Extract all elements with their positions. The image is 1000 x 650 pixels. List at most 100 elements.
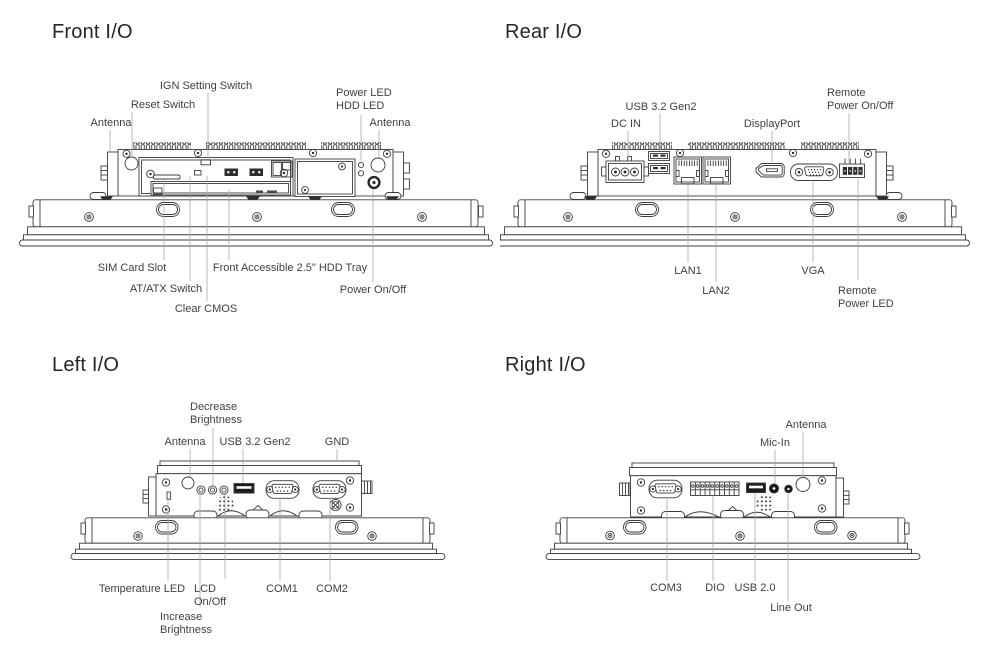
left-io-drawing (70, 428, 446, 607)
rocker-block (271, 160, 293, 178)
label-lcd: LCD (194, 582, 217, 595)
label-usb-32-gen2: USB 3.2 Gen2 (219, 435, 291, 448)
label-antenna-right: Antenna (369, 116, 411, 129)
usb-32-ports (648, 151, 670, 174)
label-hdd-tray: Front Accessible 2.5" HDD Tray (212, 261, 368, 274)
increase-brightness-button (196, 485, 206, 495)
front-device-line-art (19, 142, 493, 247)
rear-device-line-art (500, 142, 970, 247)
screw (367, 531, 377, 541)
front-glass-edge (500, 239, 970, 247)
label-increase-brightness: Increase Brightness (160, 611, 212, 638)
screw (563, 212, 573, 222)
heatsink-fins (321, 142, 381, 150)
ribbed-knob (580, 165, 588, 181)
left-device-line-art (70, 460, 446, 561)
ribbed-knob (361, 480, 373, 494)
temperature-led (166, 491, 172, 500)
com3-port (648, 479, 683, 499)
screw (601, 149, 611, 158)
screw (636, 506, 646, 515)
speaker-grille (756, 494, 774, 513)
label-power-hdd-led: Power LED HDD LED (336, 87, 392, 114)
antenna-hole (181, 476, 195, 490)
label-usb-32-gen2: USB 3.2 Gen2 (625, 100, 697, 113)
screw (308, 148, 318, 158)
screw (847, 530, 857, 541)
screw (897, 212, 907, 222)
bezel (550, 548, 912, 555)
label-remote: Remote (827, 86, 866, 99)
mount-slot (331, 202, 355, 217)
front-glass-edge (70, 553, 446, 561)
antenna-hole (795, 477, 811, 492)
screw (301, 186, 309, 194)
front-io-title: Front I/O (52, 21, 133, 43)
screw (84, 212, 94, 222)
ribbed-knob (886, 165, 894, 181)
label-com2: COM2 (316, 582, 348, 595)
right-io-title: Right I/O (505, 354, 586, 376)
screw (133, 531, 143, 541)
displayport-connector (755, 163, 785, 178)
mount-slot (635, 202, 659, 217)
label-vga: VGA (801, 264, 825, 277)
screw (735, 531, 745, 541)
top-edge (629, 467, 837, 477)
bezel (554, 542, 908, 550)
label-power-onoff: Power On/Off (827, 100, 894, 112)
front-io-drawing (19, 93, 493, 301)
label-gnd: GND (324, 435, 350, 448)
screw (417, 212, 427, 222)
mount-slot (156, 202, 180, 217)
rear-io-drawing (500, 113, 970, 282)
ribbed-knob (619, 482, 631, 496)
antenna-hole-right (370, 157, 386, 173)
heatsink-fins (133, 142, 191, 150)
decrease-brightness-button (207, 485, 218, 495)
screw (605, 530, 615, 541)
label-decrease: Decrease (190, 400, 238, 413)
sim-card-slot (153, 174, 181, 180)
label-antenna: Antenna (785, 418, 827, 431)
label-reset-switch: Reset Switch (130, 98, 196, 111)
foot-wedge (584, 196, 597, 200)
right-leader-lines (666, 432, 804, 601)
ign-setting-switch (200, 159, 211, 166)
label-lcd-onoff: LCD On/Off (194, 583, 226, 610)
dio-terminal (690, 481, 740, 496)
label-remote-power-onoff: Remote Power On/Off (827, 87, 893, 114)
label-decrease-brightness: Decrease Brightness (190, 401, 242, 428)
remote-power-connector (839, 158, 865, 178)
dc-in-connector (601, 156, 649, 183)
label-com3: COM3 (650, 581, 682, 594)
ribbed-knob (142, 489, 149, 504)
screw (345, 503, 355, 512)
screw (122, 149, 131, 158)
label-hdd-led: HDD LED (336, 100, 385, 112)
label-antenna-left: Antenna (90, 116, 132, 129)
ribbed-knob (403, 162, 410, 174)
label-power-onoff: Power On/Off (339, 283, 407, 296)
label-brightness: Brightness (190, 414, 242, 426)
line-out-jack (784, 484, 793, 494)
mount-slot (814, 520, 838, 535)
label-lan2: LAN2 (702, 284, 730, 297)
hdd-led (357, 170, 365, 177)
right-device-line-art (545, 462, 921, 561)
screw (146, 169, 155, 179)
mic-in-jack (768, 483, 780, 494)
vga-connector (790, 163, 838, 181)
label-increase: Increase (160, 610, 203, 623)
clear-cmos-switch (249, 168, 263, 176)
front-glass-edge (545, 553, 921, 561)
label-mic-in: Mic-In (760, 436, 790, 449)
screw (161, 478, 171, 487)
at-atx-switch (224, 168, 238, 176)
screw (863, 149, 873, 158)
heatsink-fins (801, 142, 859, 150)
ribbed-knob (403, 178, 410, 190)
lan2-port (702, 156, 731, 185)
